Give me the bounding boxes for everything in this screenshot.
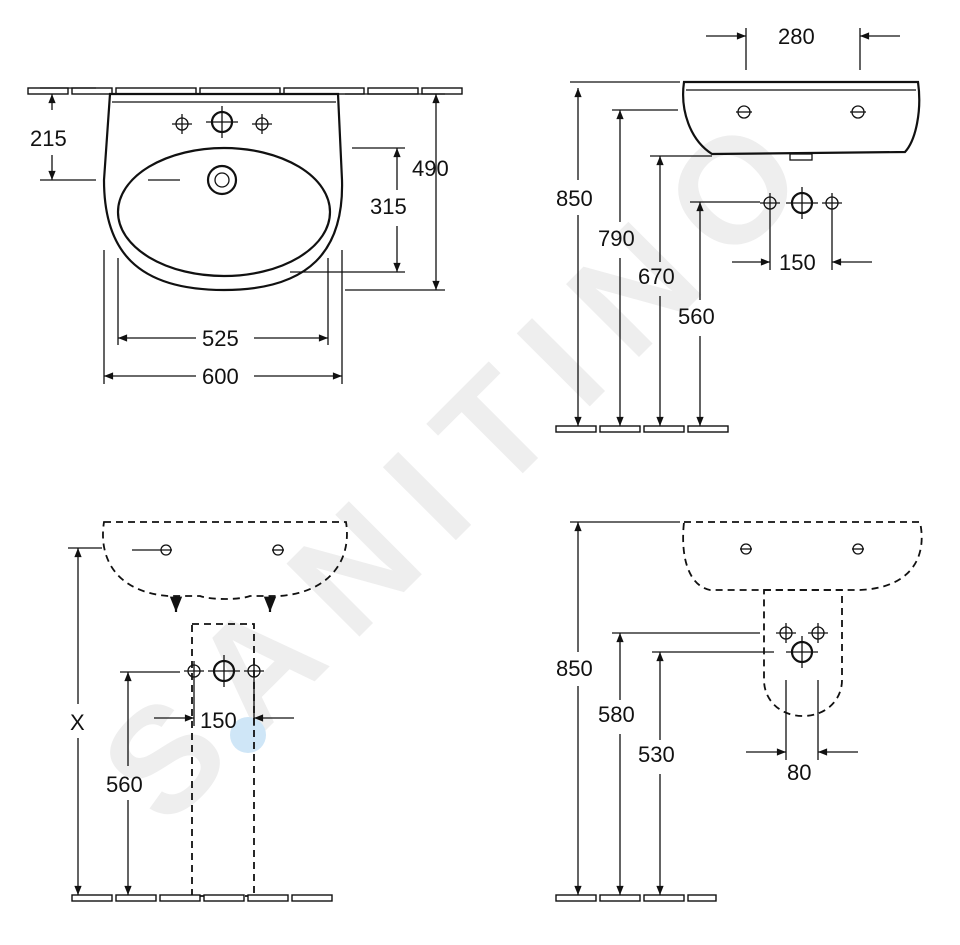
supply-right-icon: [807, 622, 829, 644]
side-view: 280 850 790 670 560 150: [555, 24, 921, 433]
supply-left-icon: [775, 622, 797, 644]
tap-hole-right-icon: [251, 113, 273, 135]
dim-560-pedestal: 560: [106, 772, 143, 797]
basin-bowl: [116, 146, 332, 278]
semipedestal-dashed: [763, 589, 843, 717]
dim-530: 530: [638, 742, 675, 767]
drain-icon: [206, 164, 238, 196]
dim-80: 80: [787, 760, 811, 785]
dim-600: 600: [202, 364, 239, 389]
dim-215: 215: [30, 126, 67, 151]
basin-side-outline: [682, 80, 921, 156]
dim-315: 315: [370, 194, 407, 219]
floor-strip: [71, 894, 333, 902]
dim-790: 790: [598, 226, 635, 251]
dim-560-side: 560: [678, 304, 715, 329]
dim-150-pedestal: 150: [200, 708, 237, 733]
semipedestal-view: 80 850 580 530: [555, 521, 923, 902]
tap-hole-center-icon: [204, 104, 240, 140]
wall-strip: [27, 87, 463, 95]
tap-hole-left-icon: [171, 113, 193, 135]
dim-850-side: 850: [556, 186, 593, 211]
dim-525: 525: [202, 326, 239, 351]
pedestal-view: 150 X 560: [68, 521, 348, 902]
dim-850-semipedestal: 850: [556, 656, 593, 681]
watermark-dot: [230, 717, 266, 753]
watermark-text: SANITINO: [69, 69, 853, 853]
basin-outline: [102, 92, 344, 292]
dim-670: 670: [638, 264, 675, 289]
dim-280: 280: [778, 24, 815, 49]
floor-strip: [555, 425, 729, 433]
floor-strip: [555, 894, 717, 902]
basin-dashed-outline: [682, 521, 923, 591]
front-view: 215 490 315 525 600: [27, 87, 463, 389]
dim-150-side: 150: [779, 250, 816, 275]
drain-outlet-icon: [784, 634, 820, 670]
basin-dashed-outline: [102, 521, 348, 600]
dim-490: 490: [412, 156, 449, 181]
dim-x: X: [70, 710, 85, 735]
dim-580: 580: [598, 702, 635, 727]
